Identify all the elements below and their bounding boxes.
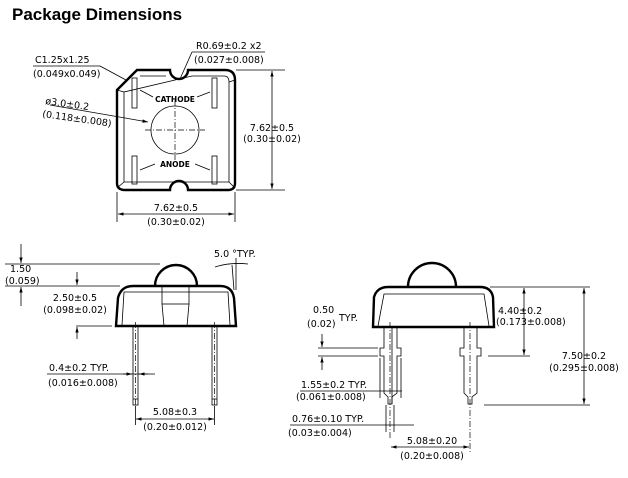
pin-width-dim-inch: (0.03±0.004) xyxy=(288,428,352,439)
standoff-typ: TYP. xyxy=(338,313,358,324)
top-view: CATHODE ANODE C1.25x1.25 (0.049x0.049) R… xyxy=(33,41,301,228)
pin-spacing-dim: 5.08±0.20 xyxy=(407,436,457,447)
width-dim-inch: (0.30±0.02) xyxy=(147,217,205,228)
draft-angle-dim: 5.0 °TYP. xyxy=(214,249,256,260)
pin-width-dim: 0.76±0.10 TYP. xyxy=(292,414,364,425)
lead-width-dim-inch: (0.016±0.008) xyxy=(48,378,118,389)
width-dim: 7.62±0.5 xyxy=(154,203,198,214)
left-body-outline xyxy=(114,284,238,328)
side-view-right: 0.50 (0.02) TYP. 4.40±0.2 (0.173±0.008) … xyxy=(288,261,619,462)
dome-height-dim-inch: (0.059) xyxy=(5,276,40,287)
side-view-left: 1.50 (0.059) 2.50±0.5 (0.098±0.02) 5.0 °… xyxy=(5,244,256,433)
pin-spacing-dim-inch: (0.20±0.008) xyxy=(400,451,464,462)
body-to-standoff-dim-inch: (0.173±0.008) xyxy=(496,317,566,328)
page-title: Package Dimensions xyxy=(12,5,183,24)
height-dim: 7.62±0.5 xyxy=(250,123,294,134)
lead-spacing-dim-inch: (0.20±0.012) xyxy=(143,422,207,433)
standoff-width-dim: 1.55±0.2 TYP. xyxy=(301,380,367,391)
standoff-width-dim-inch: (0.061±0.008) xyxy=(296,392,366,403)
body-height-dim-inch: (0.098±0.02) xyxy=(43,305,107,316)
anode-label: ANODE xyxy=(160,160,190,169)
overall-height-dim: 7.50±0.2 xyxy=(562,351,606,362)
dome-height-dim: 1.50 xyxy=(10,264,31,275)
lead-spacing-dim: 5.08±0.3 xyxy=(153,407,197,418)
overall-height-dim-inch: (0.295±0.008) xyxy=(549,363,619,374)
cathode-label: CATHODE xyxy=(155,95,195,104)
right-body-outline xyxy=(371,285,496,329)
lead-width-dim: 0.4±0.2 TYP. xyxy=(49,363,109,374)
radius-dim: R0.69±0.2 x2 xyxy=(196,41,262,52)
top-view-outline xyxy=(115,68,237,192)
chamfer-dim-inch: (0.049x0.049) xyxy=(33,69,100,80)
body-to-standoff-dim: 4.40±0.2 xyxy=(498,306,542,317)
height-dim-inch: (0.30±0.02) xyxy=(243,134,301,145)
chamfer-dim: C1.25x1.25 xyxy=(35,55,90,66)
standoff-dim: 0.50 xyxy=(313,305,334,316)
lens-diameter-dim-inch: (0.118±0.008) xyxy=(42,109,113,130)
radius-dim-inch: (0.027±0.008) xyxy=(194,55,264,66)
standoff-dim-inch: (0.02) xyxy=(307,319,336,330)
body-height-dim: 2.50±0.5 xyxy=(53,293,97,304)
